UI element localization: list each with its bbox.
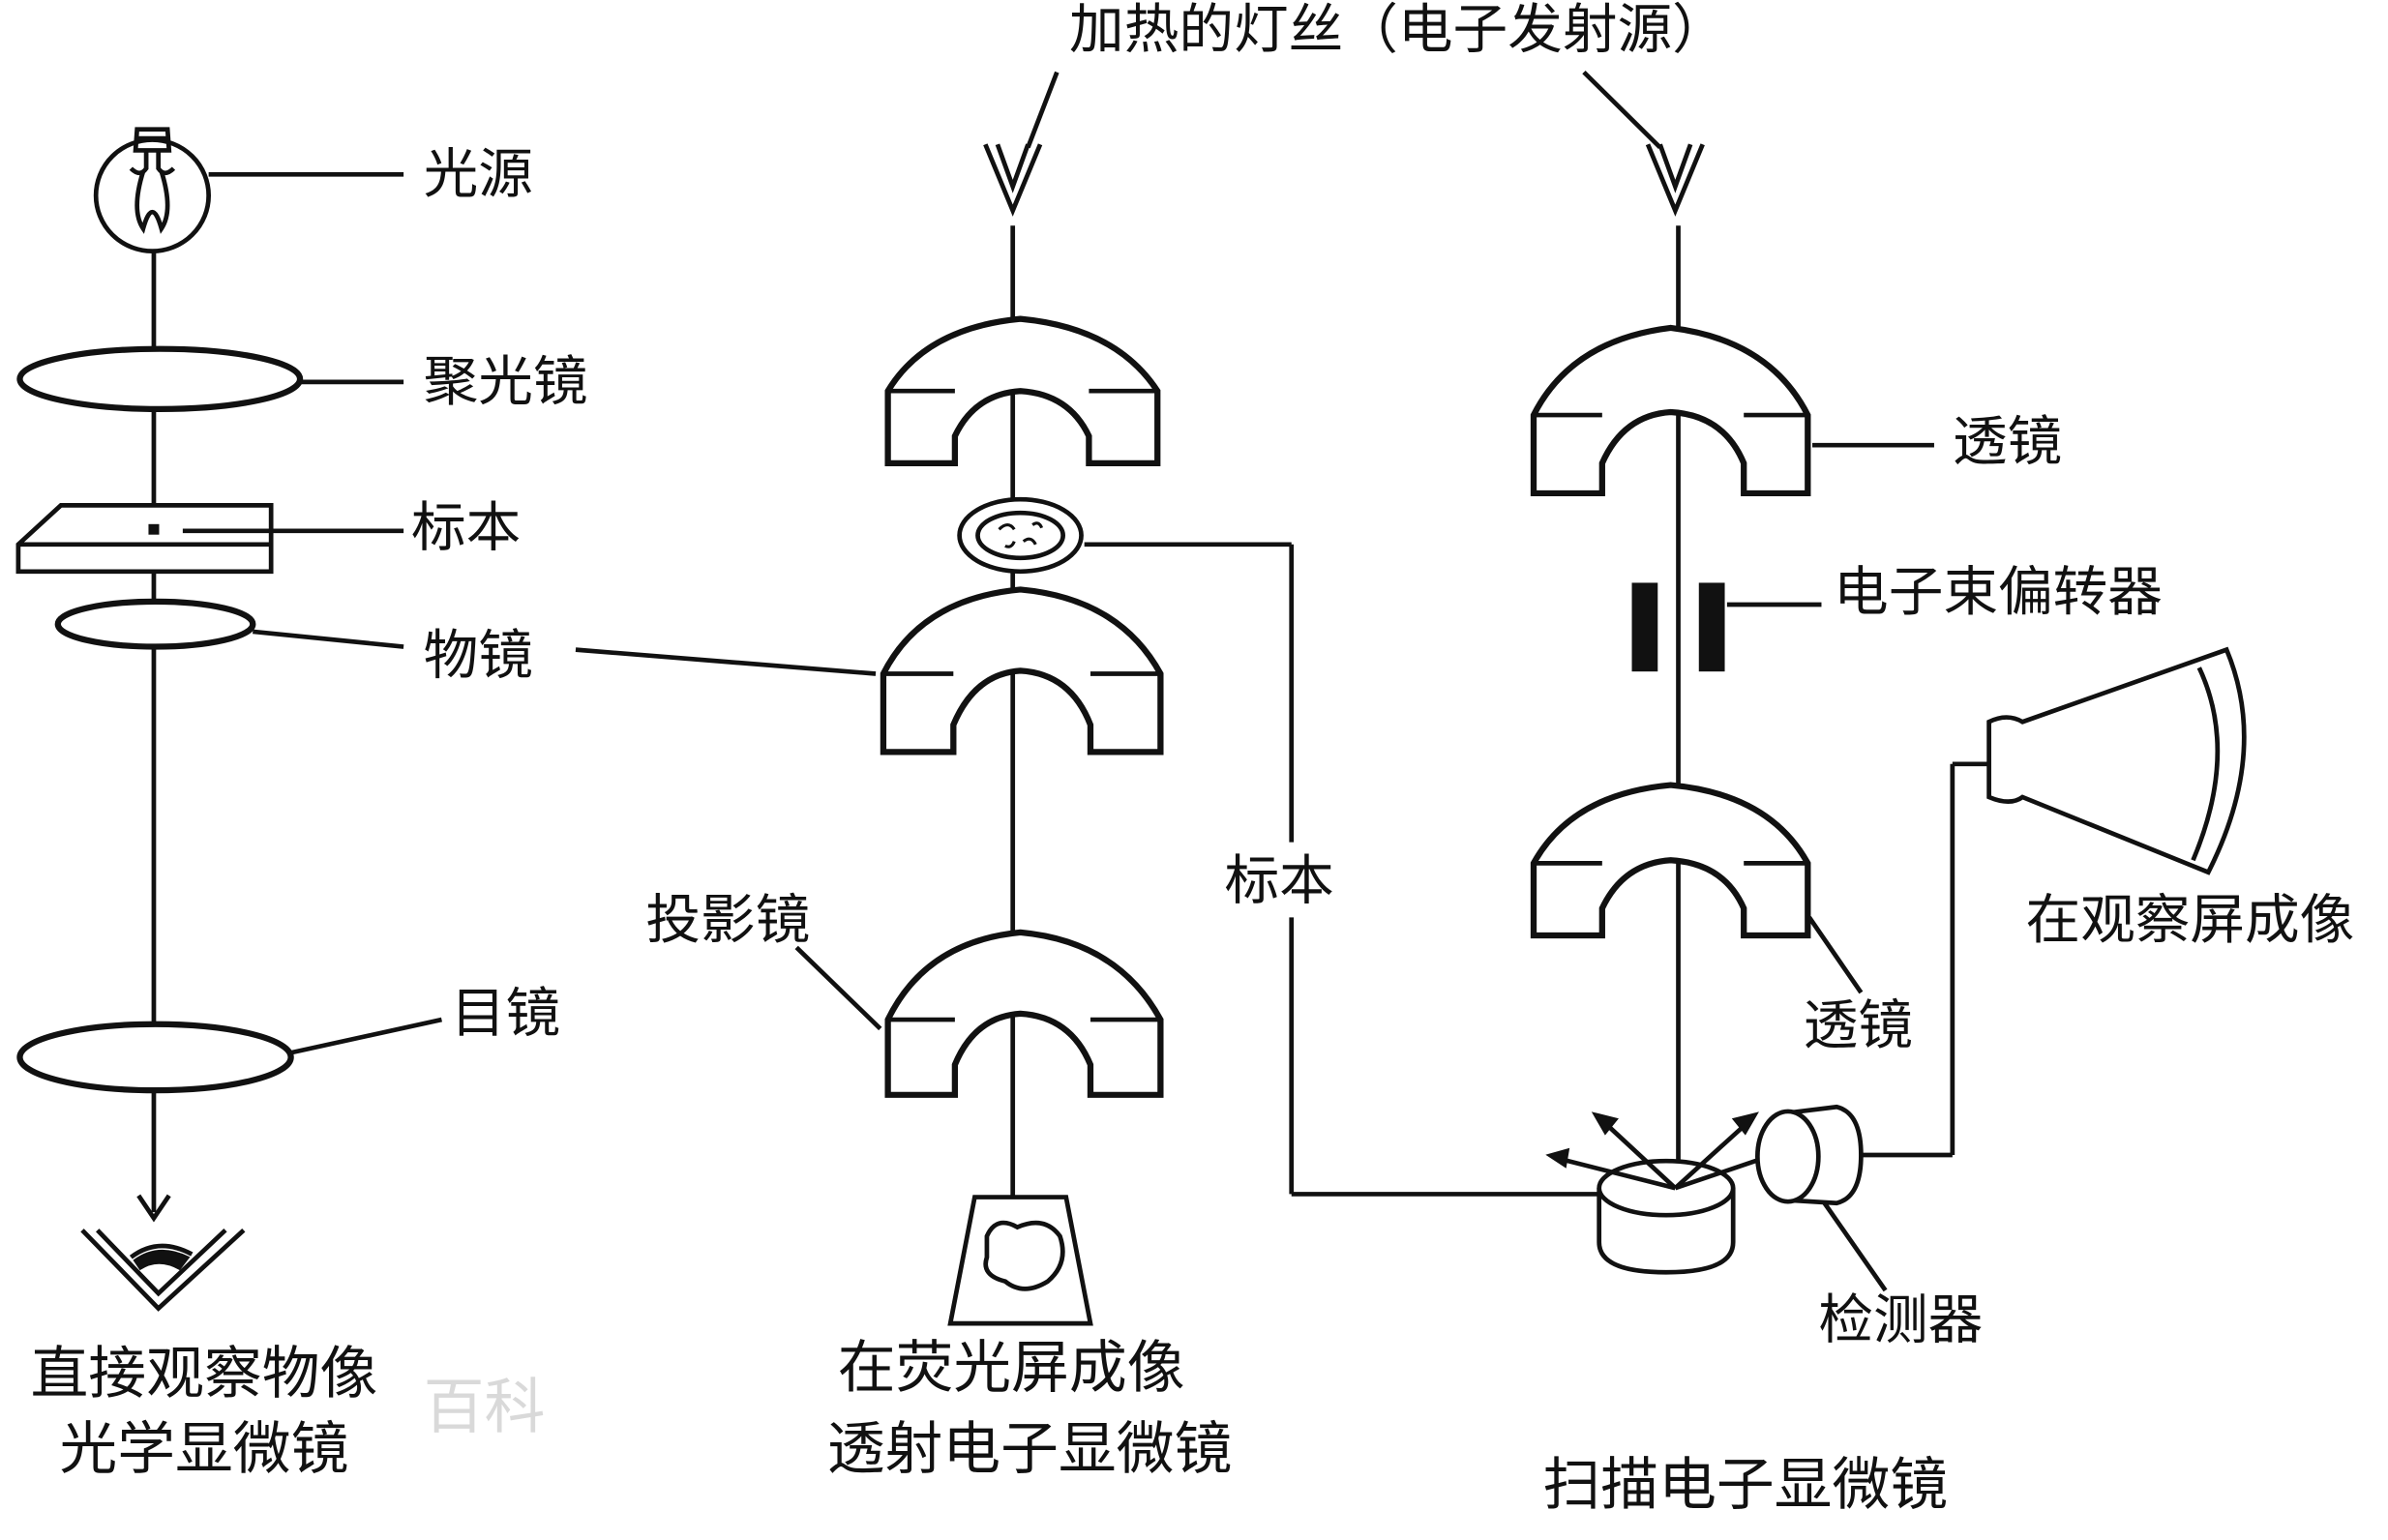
caption-optical-line1: 直接观察物像 [30, 1341, 377, 1407]
label-tem-specimen: 标本 [1224, 850, 1333, 913]
eyepiece-lens [16, 1021, 294, 1094]
label-specimen: 标本 [411, 497, 521, 560]
specimen-slide [15, 503, 274, 575]
light-bulb-icon [93, 127, 404, 253]
label-light-source: 光源 [424, 143, 533, 206]
label-eyepiece: 目镜 [451, 983, 560, 1046]
objective-lens [54, 598, 256, 650]
optical-microscope: 光源 聚光镜 标本 物镜 目镜 直接观察物像 光学显微镜 [15, 127, 588, 1483]
transmission-electron-microscope: 标本 投影镜 在荧光屏成像 透射电子显微镜 [575, 71, 1615, 1483]
caption-optical-line2: 光学显微镜 [59, 1416, 348, 1483]
condenser-lens [16, 345, 304, 412]
tem-condenser-lens [884, 315, 1161, 466]
label-sem-lower-lens: 透镜 [1804, 994, 1913, 1057]
filament-icon [1645, 143, 1705, 217]
caption-sem: 扫描电子显微镜 [1542, 1452, 1948, 1519]
caption-tem-line2: 透射电子显微镜 [827, 1416, 1233, 1483]
tem-projector-lens [884, 929, 1164, 1098]
scanning-electron-microscope: 透镜 电子束偏转器 在观察屏成像 透镜 检测器 扫描电子显微镜 [1530, 70, 2354, 1519]
watermark: 百科 [424, 1372, 546, 1442]
detector-icon [1755, 761, 1989, 1292]
label-filament: 加热的灯丝（电子发射源） [1069, 0, 1727, 62]
label-observation-screen: 在观察屏成像 [2025, 889, 2354, 952]
label-sem-upper-lens: 透镜 [1953, 411, 2062, 474]
sem-lower-lens [1530, 782, 1811, 939]
label-deflector: 电子束偏转器 [1834, 562, 2163, 625]
label-detector: 检测器 [1818, 1289, 1983, 1352]
arrow-down-icon [136, 1194, 171, 1223]
label-objective: 物镜 [424, 625, 533, 688]
caption-tem-line1: 在荧光屏成像 [838, 1335, 1185, 1402]
fluorescent-screen [947, 1195, 1093, 1326]
label-tem-projector: 投影镜 [645, 889, 810, 952]
sem-specimen-stage [1597, 1158, 1736, 1275]
tem-objective-lens [880, 586, 1164, 755]
filament-icon [983, 143, 1043, 217]
beam-deflector [1631, 582, 1658, 672]
sem-upper-lens [1530, 324, 1811, 497]
observation-screen [1986, 646, 2247, 875]
label-condenser: 聚光镜 [424, 351, 588, 414]
eye-icon [80, 1229, 246, 1312]
